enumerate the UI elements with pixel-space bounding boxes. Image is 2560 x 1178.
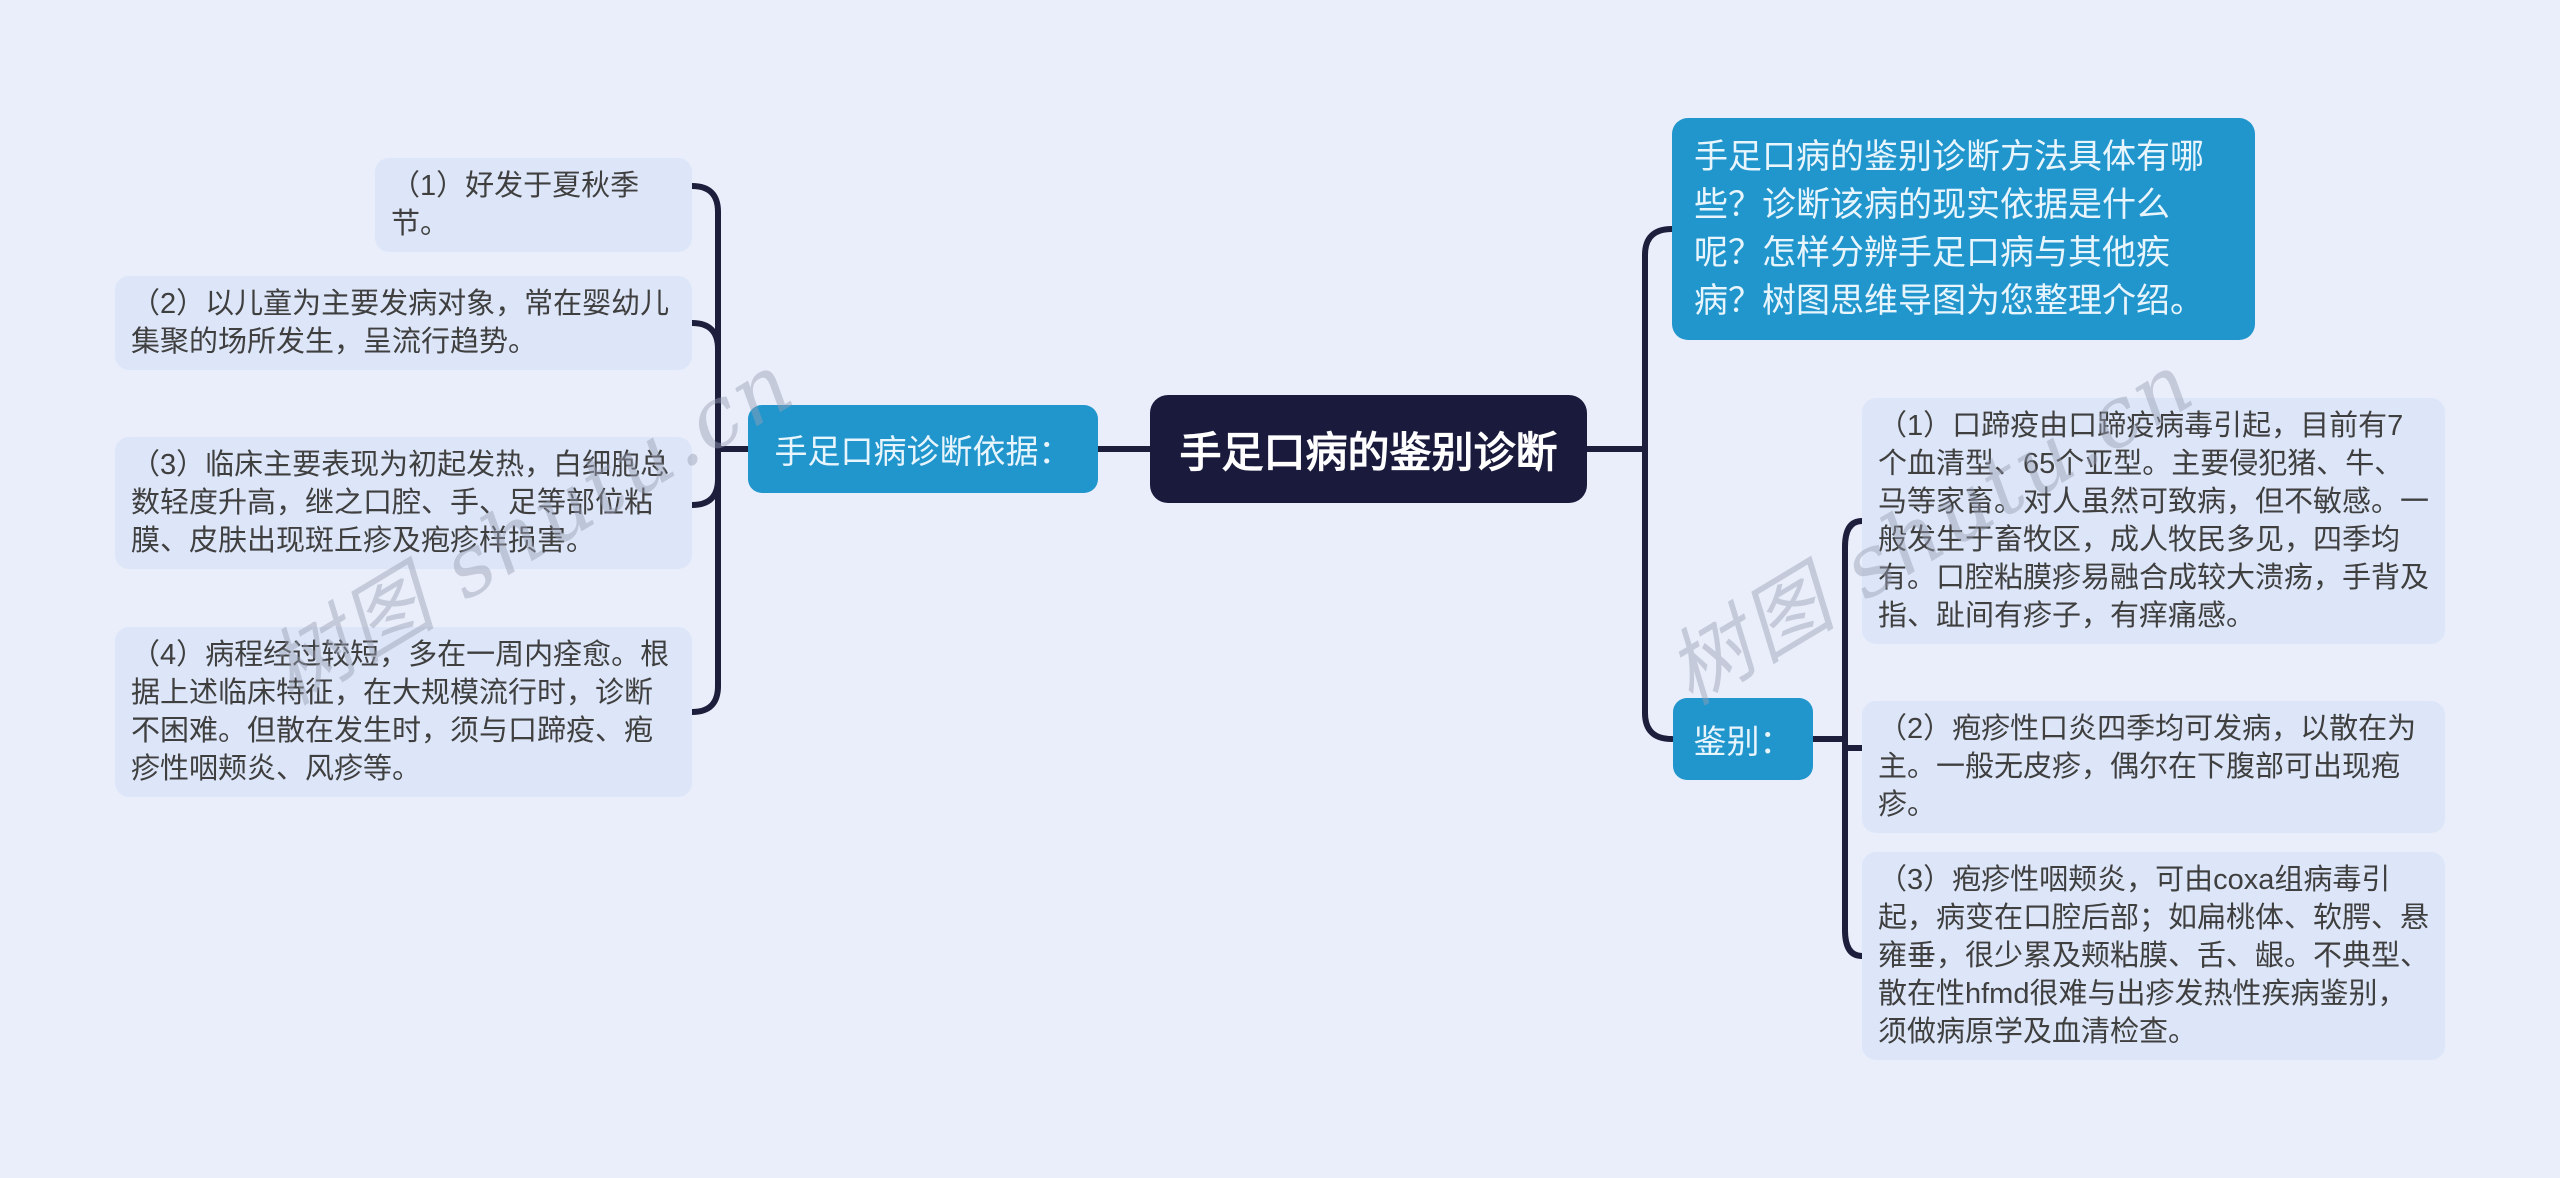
connector-item4: [689, 683, 721, 715]
branch-node-diagnosis-basis[interactable]: 手足口病诊断依据：: [748, 405, 1098, 493]
intro-note-node[interactable]: 手足口病的鉴别诊断方法具体有哪些？诊断该病的现实依据是什么呢？怎样分辨手足口病与…: [1672, 118, 2255, 340]
branch-node-differentiation[interactable]: 鉴别：: [1673, 698, 1813, 780]
connector-item1: [689, 183, 721, 215]
connector-item2: [689, 320, 721, 352]
connector-jianbie: [1642, 710, 1675, 742]
subtopic-fmd[interactable]: （1）口蹄疫由口蹄疫病毒引起，目前有7个血清型、65个亚型。主要侵犯猪、牛、马等…: [1862, 398, 2445, 644]
subtopic-season[interactable]: （1）好发于夏秋季节。: [375, 158, 692, 252]
subtopic-herpetic-stomatitis[interactable]: （2）疱疹性口炎四季均可发病，以散在为主。一般无皮疹，偶尔在下腹部可出现疱疹。: [1862, 701, 2445, 833]
connector-ritem1: [1842, 518, 1865, 550]
connector-note: [1642, 226, 1675, 258]
root-topic-node[interactable]: 手足口病的鉴别诊断: [1150, 395, 1587, 503]
connector-ritem3: [1842, 927, 1865, 959]
subtopic-children[interactable]: （2）以儿童为主要发病对象，常在婴幼儿集聚的场所发生，呈流行趋势。: [115, 276, 692, 370]
subtopic-course[interactable]: （4）病程经过较短，多在一周内痊愈。根据上述临床特征，在大规模流行时，诊断不困难…: [115, 627, 692, 797]
subtopic-clinical[interactable]: （3）临床主要表现为初起发热，白细胞总数轻度升高，继之口腔、手、足等部位粘膜、皮…: [115, 437, 692, 569]
right-branch-connectors: [1584, 226, 1865, 959]
left-branch-connectors: [689, 183, 1153, 715]
connector-item3: [689, 476, 721, 508]
subtopic-herpangina[interactable]: （3）疱疹性咽颊炎，可由coxa组病毒引起，病变在口腔后部；如扁桃体、软腭、悬雍…: [1862, 852, 2445, 1060]
intro-note-text: 手足口病的鉴别诊断方法具体有哪些？诊断该病的现实依据是什么呢？怎样分辨手足口病与…: [1694, 138, 2204, 320]
